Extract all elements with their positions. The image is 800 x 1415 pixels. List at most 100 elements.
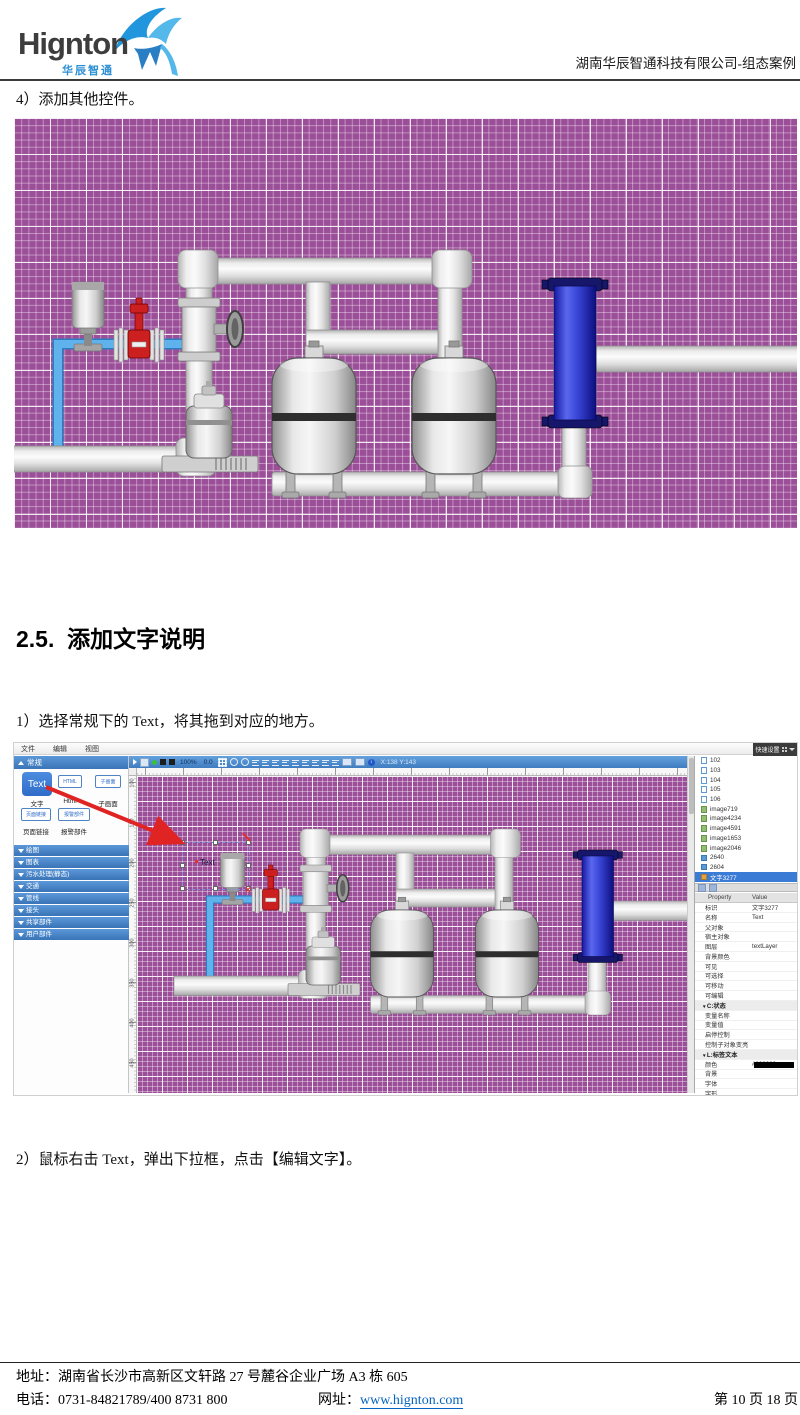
palette-section-header[interactable]: 管线 — [14, 893, 129, 904]
palette-section-header[interactable]: 共享部件 — [14, 917, 129, 928]
property-row[interactable]: L:标签文本 — [695, 1049, 797, 1060]
property-row[interactable]: 父对象 — [695, 923, 797, 933]
page-number: 第 10 页 18 页 — [714, 1393, 798, 1408]
canvas-vertical-scrollbar[interactable] — [687, 756, 694, 1093]
palette-section-general[interactable]: 常规 — [14, 756, 128, 769]
selection-handle[interactable] — [213, 886, 218, 891]
tree-item[interactable]: 2604 — [695, 863, 797, 873]
align-center-icon[interactable] — [261, 758, 269, 766]
distribute-v-icon[interactable] — [321, 758, 329, 766]
selection-handle[interactable] — [180, 863, 185, 868]
property-row[interactable]: 可移动 — [695, 981, 797, 992]
selection-handle[interactable] — [213, 840, 218, 845]
text-element-selection[interactable]: Text × — [180, 832, 252, 896]
palette-section-header[interactable]: 图表 — [14, 857, 129, 868]
ruler-label-wrap: 100 — [129, 778, 136, 788]
cursor-coordinates: X:138 Y:143 — [380, 758, 416, 766]
property-row[interactable]: 可选择 — [695, 972, 797, 982]
tree-item[interactable]: image4591 — [695, 824, 797, 834]
pagelink-component-button[interactable]: 页面链接 — [21, 808, 51, 821]
align-right-icon[interactable] — [271, 758, 279, 766]
grid-toggle-icon[interactable] — [217, 757, 227, 767]
menu-item[interactable]: 视图 — [85, 745, 99, 753]
align-left-icon[interactable] — [251, 758, 259, 766]
stop-icon[interactable] — [160, 759, 166, 765]
align-bottom-icon[interactable] — [301, 758, 309, 766]
categorize-icon[interactable] — [698, 883, 706, 892]
group-icon[interactable] — [341, 758, 352, 766]
footer-phone: 电话：0731-84821789/400 8731 800 — [16, 1393, 228, 1408]
design-canvas[interactable]: Text × — [137, 776, 687, 1093]
property-row[interactable]: 颜色 #000000 — [695, 1060, 797, 1070]
property-row[interactable]: 背景颜色 — [695, 952, 797, 962]
scrollbar-thumb[interactable] — [689, 758, 694, 814]
menu-item[interactable]: 文件 — [21, 745, 35, 753]
screenshot-scada-diagram — [14, 118, 797, 528]
zoom-in-icon[interactable] — [229, 758, 238, 766]
tree-item[interactable]: 104 — [695, 775, 797, 785]
same-size-icon[interactable] — [331, 758, 339, 766]
subscreen-component-button[interactable]: 子画面 — [95, 775, 121, 788]
frame-icon[interactable] — [169, 759, 175, 765]
property-row[interactable]: 图层 textLayer — [695, 942, 797, 952]
property-row[interactable]: 背景 — [695, 1070, 797, 1080]
cursor-tool-icon[interactable] — [133, 759, 137, 765]
align-middle-icon[interactable] — [291, 758, 299, 766]
selection-handle[interactable] — [246, 863, 251, 868]
save-icon[interactable] — [140, 757, 149, 767]
text-component-label: 文字 — [30, 801, 44, 808]
tree-item[interactable]: image2046 — [695, 843, 797, 853]
property-row[interactable]: 名称 Text — [695, 913, 797, 923]
editor-toolbar: 100% 0.0 i X:138 Y:143 — [129, 756, 687, 768]
subscreen-component-label: 子画面 — [98, 801, 118, 808]
tree-item[interactable]: 2640 — [695, 853, 797, 863]
property-row[interactable]: 标识 文字3277 — [695, 903, 797, 913]
run-icon[interactable] — [152, 759, 157, 765]
tree-item[interactable]: 106 — [695, 795, 797, 805]
palette-section-header[interactable]: 交通 — [14, 881, 129, 892]
tree-item[interactable]: 105 — [695, 785, 797, 795]
palette-section-header[interactable]: 用户部件 — [14, 929, 129, 940]
property-row[interactable]: 变量名称 — [695, 1011, 797, 1021]
sort-icon[interactable] — [709, 883, 717, 892]
property-row[interactable]: 控制子对象变亮 — [695, 1040, 797, 1050]
palette-section-header[interactable]: 绘图 — [14, 845, 129, 856]
text-component-button[interactable]: Text — [22, 772, 52, 796]
property-row[interactable]: 启停控制 — [695, 1030, 797, 1041]
ungroup-icon[interactable] — [354, 758, 365, 766]
tree-item[interactable]: image4234 — [695, 814, 797, 824]
alarm-component-button[interactable]: 报警部件 — [58, 808, 90, 821]
palette-section-header[interactable]: 接头 — [14, 905, 129, 916]
step-4-text: 4）添加其他控件。 — [16, 92, 144, 108]
property-row[interactable]: 字形 — [695, 1089, 797, 1095]
text-element[interactable]: Text — [195, 858, 215, 867]
property-row[interactable]: C:状态 — [695, 1000, 797, 1011]
selection-handle[interactable] — [246, 886, 251, 891]
property-row[interactable]: 变量值 — [695, 1021, 797, 1031]
distribute-h-icon[interactable] — [311, 758, 319, 766]
quick-settings-button[interactable]: 快速设置 — [753, 743, 797, 756]
menu-item[interactable]: 编辑 — [53, 745, 67, 753]
property-row[interactable]: 字体 — [695, 1079, 797, 1090]
property-row[interactable]: 可见 — [695, 962, 797, 972]
tree-item[interactable]: 文字3277 — [695, 872, 797, 882]
property-row[interactable]: 可编辑 — [695, 991, 797, 1001]
settings-grid-icon — [781, 747, 787, 752]
selection-handle[interactable] — [180, 840, 185, 845]
tree-item[interactable]: image719 — [695, 804, 797, 814]
align-top-icon[interactable] — [281, 758, 289, 766]
palette-collapsed-sections: 绘图图表污水处理(静态)交通管线接头共享部件用户部件 — [14, 844, 129, 940]
palette-section-header[interactable]: 污水处理(静态) — [14, 869, 129, 880]
property-row[interactable]: 宿主对象 — [695, 932, 797, 943]
quick-settings-label: 快速设置 — [755, 748, 780, 754]
website-link[interactable]: www.hignton.com — [360, 1393, 464, 1409]
delete-mark[interactable]: × — [245, 885, 251, 896]
tree-item[interactable]: 103 — [695, 766, 797, 776]
zoom-out-icon[interactable] — [240, 758, 249, 766]
selection-handle[interactable] — [180, 886, 185, 891]
tree-item[interactable]: image1653 — [695, 834, 797, 844]
html-component-button[interactable]: HTML — [58, 775, 82, 788]
tree-item[interactable]: 102 — [695, 756, 797, 766]
property-grid-header: Property Value — [695, 893, 797, 903]
html-component-label: Html — [63, 798, 77, 805]
